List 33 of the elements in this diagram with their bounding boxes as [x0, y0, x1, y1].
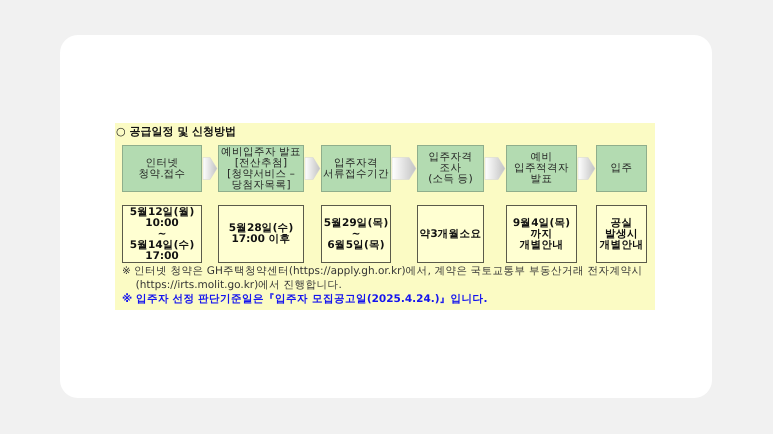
schedule-text: 약3개월소요	[418, 228, 482, 240]
arrow	[202, 157, 218, 180]
step-box	[122, 145, 202, 192]
section-title: ○ 공급일정 및 신청방법	[116, 125, 236, 139]
step-box	[506, 145, 577, 192]
step-box	[218, 145, 304, 192]
step-label: 인터넷 청약.접수	[137, 158, 187, 180]
schedule-box	[218, 205, 304, 263]
schedule-text: 5월12일(월) 10:00 ~ 5월14일(수) 17:00	[128, 206, 196, 262]
step-box	[321, 145, 391, 192]
schedule-box	[506, 205, 577, 263]
schedule-box	[417, 205, 484, 263]
schedule-text: 9월4일(목) 까지 개별안내	[512, 218, 572, 250]
step-label: 입주	[610, 163, 634, 174]
step-label: [전산추첨]	[234, 158, 288, 168]
arrow	[578, 157, 596, 180]
step-label: 입주자격 조사 (소득 등)	[428, 152, 474, 185]
step-label: 입주자격 서류접수기간	[322, 158, 390, 180]
schedule-text: 5월29일(목) ~ 6월5일(목)	[322, 218, 390, 250]
step-label: [청약서비스 – 당첨자목록]	[226, 168, 296, 190]
schedule-text: 5월28일(수) 17:00 이후	[228, 223, 294, 245]
schedule-box	[596, 205, 647, 263]
schedule-box	[122, 205, 202, 263]
step-box	[417, 145, 484, 192]
arrow	[304, 157, 320, 180]
step-label: 예비입주자 발표	[220, 146, 302, 158]
schedule-box	[321, 205, 391, 263]
step-box	[596, 145, 647, 192]
note-text: ※ 인터넷 청약은 GH주택청약센터(https://apply.gh.or.kr)에서, 계약은 국토교통부 부동산거래 전자계약시 (https://irts.molit.go.kr)에서 진행합니다.	[122, 264, 644, 292]
schedule-text: 공실 발생시 개별안내	[598, 218, 644, 250]
highlighted-note: ※ 입주자 선정 판단기준일은『입주자 모집공고일(2025.4.24.)』입니다.	[122, 292, 489, 306]
arrow	[484, 157, 506, 180]
step-label: 예비 입주적격자 발표	[513, 152, 570, 185]
